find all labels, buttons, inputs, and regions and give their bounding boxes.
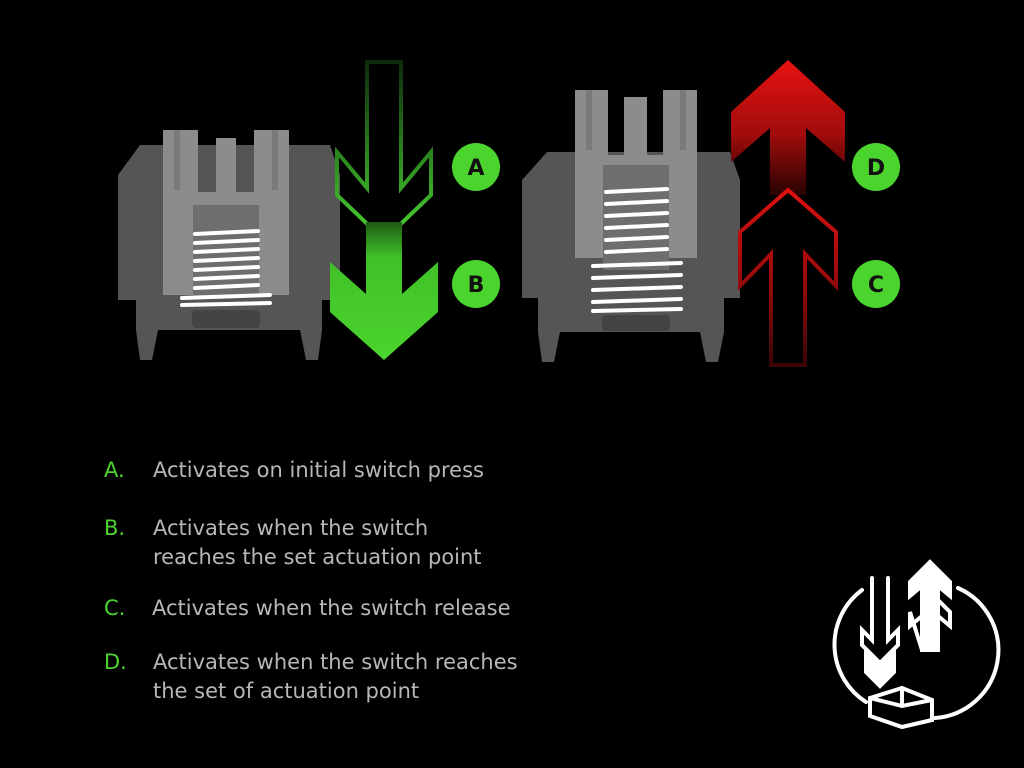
legend-letter-b: B. [104, 516, 126, 540]
badge-c: C [852, 260, 900, 308]
legend-letter-c: C. [104, 596, 126, 620]
legend-letter-d: D. [104, 650, 127, 674]
left-switch-spring [180, 229, 272, 307]
arrow-down-filled-icon [330, 222, 438, 360]
arrow-down-outline-icon [335, 60, 433, 243]
badge-d: D [852, 143, 900, 191]
badge-c-label: C [868, 273, 884, 298]
legend-item-a: A. Activates on initial switch press [104, 456, 484, 485]
rapid-trigger-icon [832, 559, 1001, 730]
legend-letter-a: A. [104, 458, 125, 482]
badge-a-label: A [467, 156, 484, 181]
legend-text-c: Activates when the switch release [152, 596, 511, 620]
badge-a: A [452, 143, 500, 191]
legend-text-a: Activates on initial switch press [153, 458, 484, 482]
right-switch-stem-shadow [680, 90, 686, 150]
left-switch-base [192, 310, 260, 328]
badge-b: B [452, 260, 500, 308]
right-switch-stem-shadow [586, 90, 592, 150]
left-switch-stem-shadow [174, 130, 180, 190]
legend-item-d: D. Activates when the switch reaches the… [104, 648, 518, 706]
legend-text-d: Activates when the switch reaches [153, 650, 518, 674]
badge-d-label: D [867, 156, 885, 181]
arrow-up-filled-icon [731, 60, 845, 195]
legend-text-b-line2: reaches the set actuation point [153, 545, 482, 569]
badge-b-label: B [468, 273, 485, 298]
left-switch-stem-shadow [272, 130, 278, 190]
right-switch-base [602, 315, 670, 331]
legend-item-b: B. Activates when the switch reaches the… [104, 514, 482, 572]
legend-item-c: C. Activates when the switch release [104, 594, 511, 623]
left-switch [118, 130, 340, 360]
right-switch [522, 90, 740, 362]
legend-text-d-line2: the set of actuation point [153, 679, 420, 703]
legend-text-b: Activates when the switch [153, 516, 429, 540]
arrow-up-outline-icon [738, 187, 838, 367]
right-switch-spring [591, 187, 683, 313]
